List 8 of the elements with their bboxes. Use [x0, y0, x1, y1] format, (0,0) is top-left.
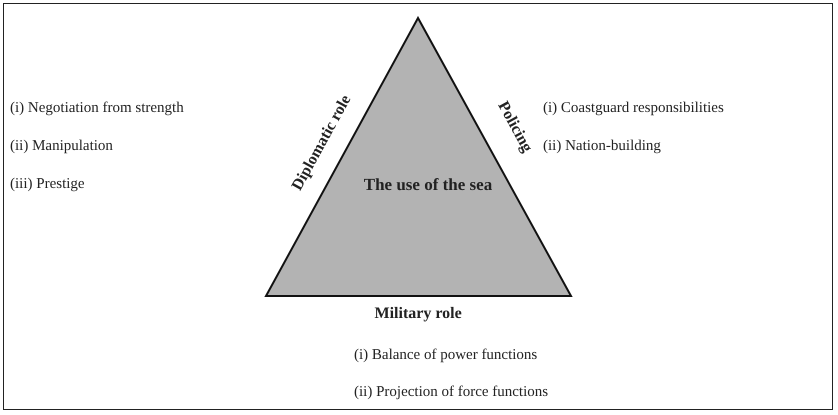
- list-item: (i) Coastguard responsibilities: [543, 101, 724, 116]
- list-item: (ii) Projection of force functions: [354, 385, 548, 400]
- list-item: (i) Balance of power functions: [354, 348, 538, 363]
- list-item: (ii) Nation-building: [543, 139, 661, 154]
- list-item: (ii) Manipulation: [10, 139, 113, 154]
- list-item: (i) Negotiation from strength: [10, 101, 184, 116]
- center-label: The use of the sea: [362, 174, 494, 196]
- list-item: (iii) Prestige: [10, 177, 85, 192]
